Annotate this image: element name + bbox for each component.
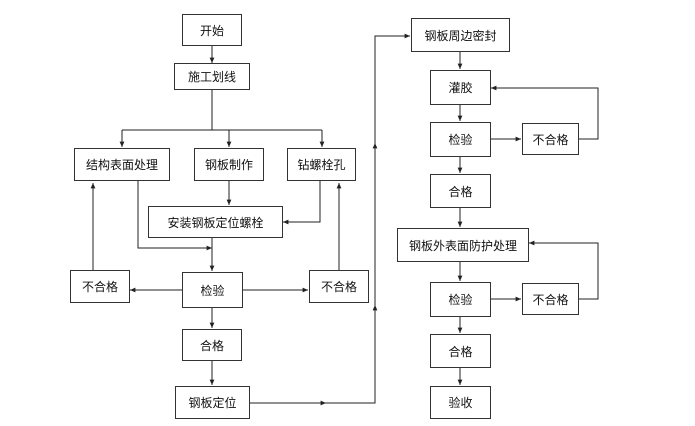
node-inspect-2: 检验 [430, 122, 491, 157]
arrow-drill-install [283, 181, 321, 225]
node-inspect-1: 检验 [182, 272, 243, 308]
arrow-fail3-protect [529, 240, 599, 300]
node-inspect-3: 检验 [430, 282, 491, 317]
node-pass-3: 合格 [430, 334, 491, 368]
node-fail-3: 不合格 [522, 283, 579, 315]
arrow-fail2-grout [491, 85, 599, 140]
node-fail-right: 不合格 [309, 270, 369, 303]
node-surface: 结构表面处理 [74, 148, 170, 181]
node-seal: 钢板周边密封 [411, 18, 510, 52]
node-plate-make: 钢板制作 [194, 148, 264, 181]
arrow-surface-inspect [137, 181, 212, 251]
node-fail-left: 不合格 [70, 270, 130, 303]
node-position: 钢板定位 [175, 386, 250, 419]
node-pass-1: 合格 [182, 329, 242, 361]
node-install: 安装钢板定位螺栓 [148, 206, 283, 238]
node-grout: 灌胶 [430, 70, 491, 105]
node-layout: 施工划线 [174, 63, 250, 90]
node-fail-2: 不合格 [522, 123, 579, 155]
node-pass-2: 合格 [430, 174, 491, 208]
node-start: 开始 [182, 14, 242, 46]
node-protect: 钢板外表面防护处理 [397, 228, 529, 262]
node-accept: 验收 [430, 386, 491, 419]
node-drill: 钻螺栓孔 [287, 148, 356, 181]
